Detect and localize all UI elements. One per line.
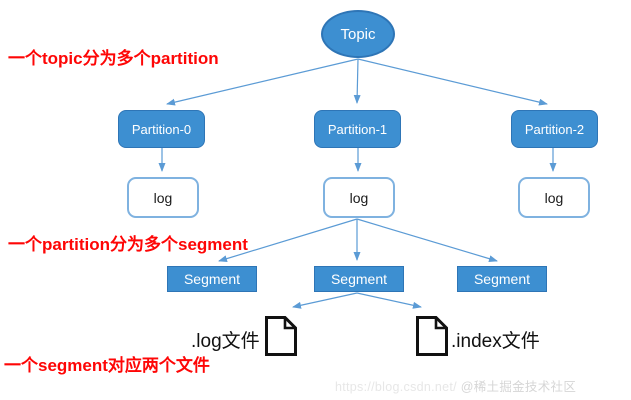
watermark: https://blog.csdn.net/ @稀土掘金技术社区	[335, 376, 576, 395]
watermark-community: @稀土掘金技术社区	[460, 380, 577, 394]
segment-1-label: Segment	[330, 271, 388, 287]
document-icon	[416, 316, 448, 356]
topic-label: Topic	[340, 25, 376, 43]
node-log-2: log	[518, 177, 590, 218]
node-segment-0: Segment	[167, 266, 257, 292]
partition-1-label: Partition-1	[327, 121, 388, 137]
annotation-partition-segment: 一个partition分为多个segment	[8, 235, 248, 254]
node-partition-2: Partition-2	[511, 110, 598, 148]
watermark-url: https://blog.csdn.net/	[335, 380, 457, 394]
log-0-label: log	[153, 189, 173, 206]
segment-0-label: Segment	[183, 271, 241, 287]
annotation-topic-partition: 一个topic分为多个partition	[8, 49, 219, 68]
node-segment-1: Segment	[314, 266, 404, 292]
node-topic: Topic	[321, 10, 395, 58]
log-2-label: log	[544, 189, 564, 206]
partition-2-label: Partition-2	[524, 121, 585, 137]
node-partition-1: Partition-1	[314, 110, 401, 148]
node-log-1: log	[323, 177, 395, 218]
node-log-0: log	[127, 177, 199, 218]
log-1-label: log	[349, 189, 369, 206]
node-partition-0: Partition-0	[118, 110, 205, 148]
partition-0-label: Partition-0	[131, 121, 192, 137]
segment-2-label: Segment	[473, 271, 531, 287]
document-icon	[265, 316, 297, 356]
node-segment-2: Segment	[457, 266, 547, 292]
log-file-label: .log文件	[191, 331, 260, 352]
index-file-label: .index文件	[451, 331, 540, 352]
annotation-segment-files: 一个segment对应两个文件	[4, 356, 210, 375]
